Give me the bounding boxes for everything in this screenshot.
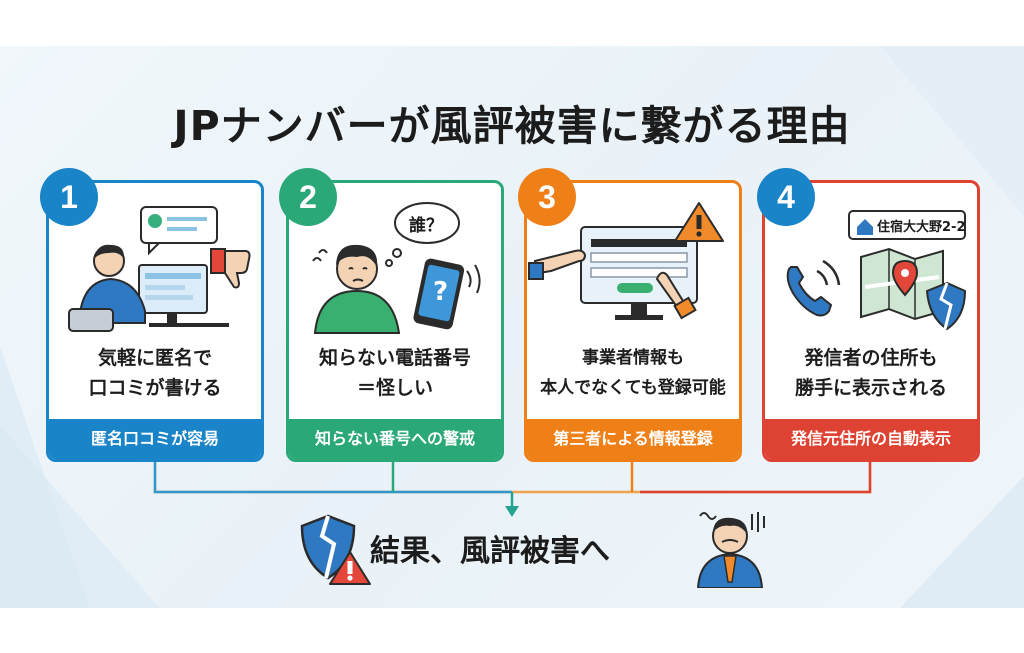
description-line: ＝怪しい — [356, 377, 433, 399]
description-line: 発信者の住所も — [804, 347, 938, 369]
reason-label: 第三者による情報登録 — [527, 419, 739, 459]
worried-businessman-icon — [696, 512, 765, 588]
description-line: 知らない電話番号 — [318, 347, 471, 369]
computer-user-thumbs-down-icon — [68, 206, 251, 332]
phone-map-address-icon — [786, 210, 967, 331]
step-badge-4: 4 — [757, 168, 815, 226]
step-badge-2: 2 — [279, 168, 337, 226]
thought-bubble-text: 誰？ — [409, 216, 443, 236]
reason-card-4: 住宿大大野2-2 発信者の住所も 勝手に表示される 発信元住所の自動表示 — [762, 180, 980, 462]
reason-label: 発信元住所の自動表示 — [765, 419, 977, 459]
step-badge-1: 1 — [40, 168, 98, 226]
reason-description: 事業者情報も 本人でなくても登録可能 — [527, 343, 739, 403]
background-decoration — [0, 46, 1024, 608]
reason-description: 気軽に匿名で 口コミが書ける — [49, 343, 261, 403]
reason-description: 発信者の住所も 勝手に表示される — [765, 343, 977, 403]
description-line: 事業者情報も — [582, 348, 684, 368]
reason-card-3: 事業者情報も 本人でなくても登録可能 第三者による情報登録 — [524, 180, 742, 462]
reason-label: 匿名口コミが容易 — [49, 419, 261, 459]
reason-card-1: 気軽に匿名で 口コミが書ける 匿名口コミが容易 — [46, 180, 264, 462]
description-line: 勝手に表示される — [794, 377, 947, 399]
result-text: 結果、風評被害へ — [370, 534, 610, 569]
form-registration-warning-icon — [528, 202, 724, 320]
description-line: 口コミが書ける — [88, 377, 222, 399]
broken-shield-warning-icon — [300, 514, 371, 585]
description-line: 本人でなくても登録可能 — [540, 378, 726, 398]
description-line: 気軽に匿名で — [97, 347, 212, 369]
address-text: 住宿大大野2-2 — [877, 220, 966, 235]
page-title: JPナンバーが風評被害に繋がる理由 — [173, 102, 851, 150]
reason-label: 知らない番号への警戒 — [289, 419, 501, 459]
reason-description: 知らない電話番号 ＝怪しい — [289, 343, 501, 403]
step-badge-3: 3 — [518, 168, 576, 226]
reason-card-2: 誰？ ? 知らない電話番号 ＝怪しい 知らない番号への警戒 — [286, 180, 504, 462]
question-mark-icon: ? — [433, 277, 449, 307]
confused-person-phone-icon — [312, 202, 481, 334]
